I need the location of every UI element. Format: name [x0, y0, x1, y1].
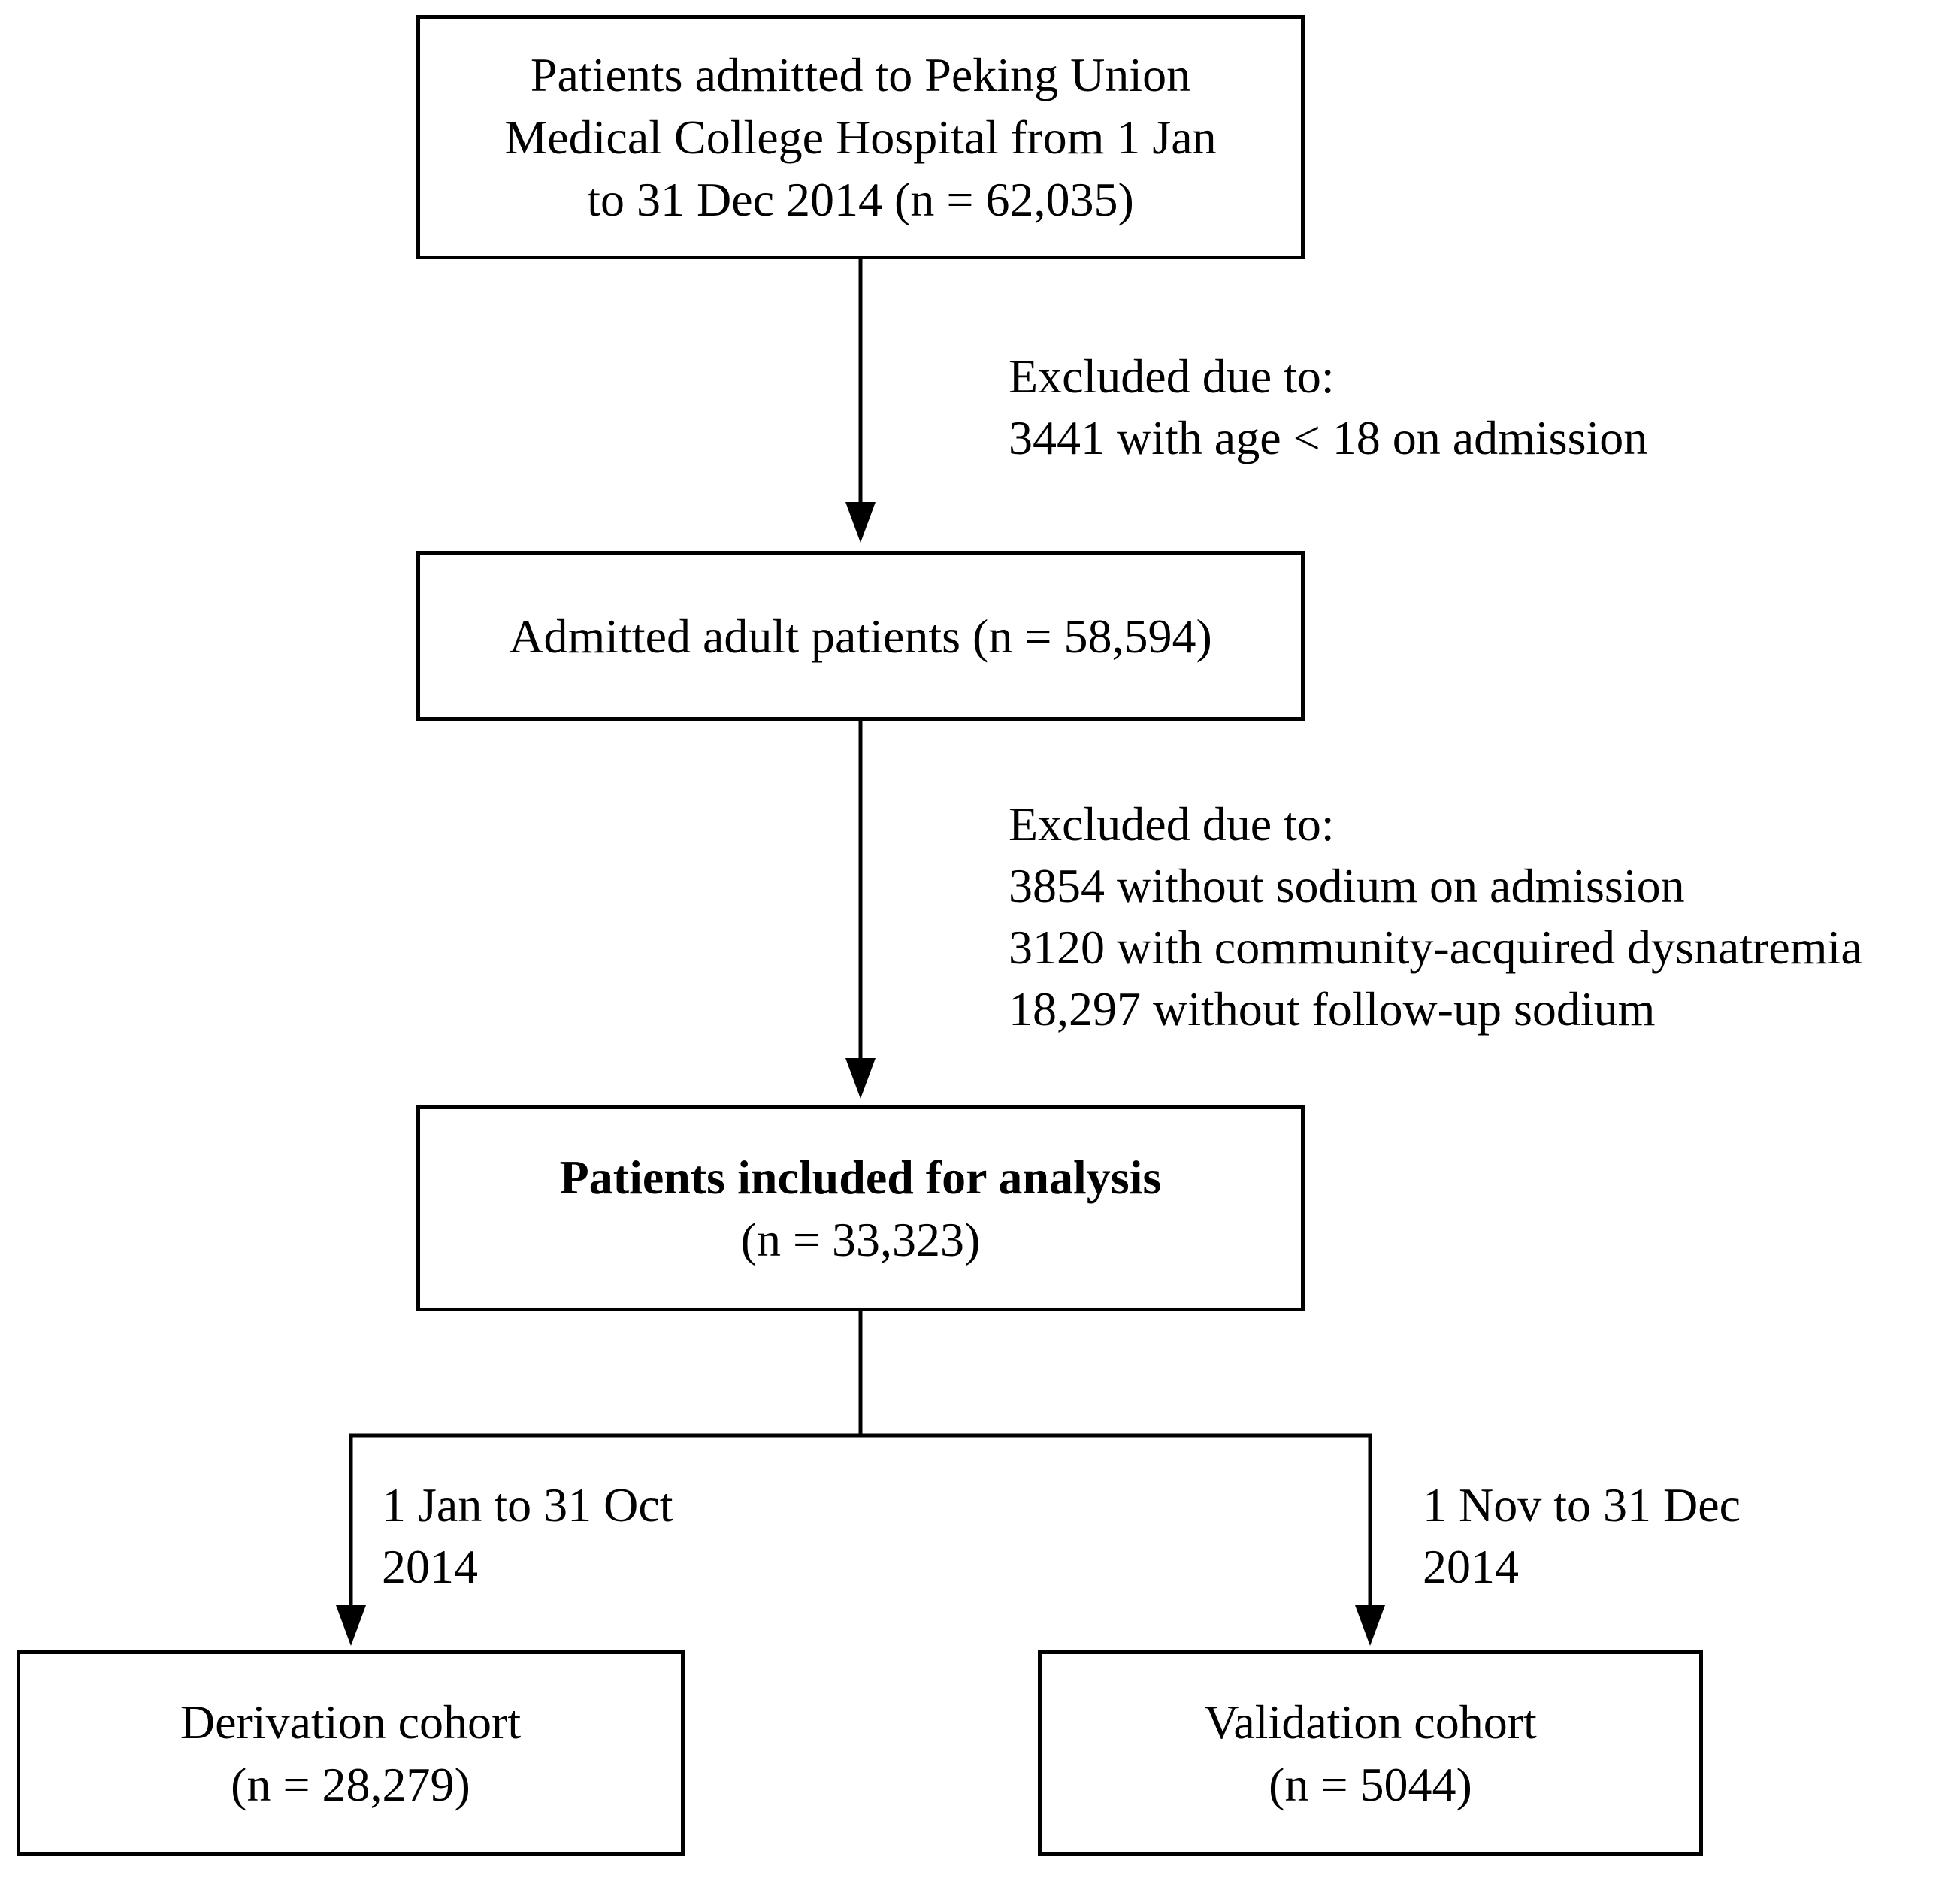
branch-label-validation: 1 Nov to 31 Dec 2014 — [1423, 1474, 1741, 1598]
box-validation-count: (n = 5044) — [1269, 1758, 1472, 1811]
branch-left-line-2: 2014 — [382, 1540, 478, 1593]
box-derivation-count: (n = 28,279) — [231, 1758, 470, 1811]
exclusion-note-sodium: Excluded due to: 3854 without sodium on … — [1009, 794, 1862, 1040]
branch-left-line-1: 1 Jan to 31 Oct — [382, 1478, 673, 1532]
arrowhead-included — [845, 1058, 876, 1099]
box-adults-line: Admitted adult patients (n = 58,594) — [509, 609, 1212, 663]
box-admitted-patients: Patients admitted to Peking Union Medica… — [416, 15, 1305, 259]
exclusion-no-followup: 18,297 without follow-up sodium — [1009, 982, 1656, 1036]
box-derivation-title: Derivation cohort — [180, 1695, 522, 1749]
box-admitted-line-1: Patients admitted to Peking Union — [530, 48, 1191, 101]
box-included-title: Patients included for analysis — [559, 1151, 1162, 1204]
box-admitted-line-3: to 31 Dec 2014 (n = 62,035) — [587, 173, 1134, 226]
box-included-for-analysis: Patients included for analysis (n = 33,3… — [416, 1105, 1305, 1311]
box-validation-title: Validation cohort — [1204, 1695, 1537, 1749]
box-admitted-line-2: Medical College Hospital from 1 Jan — [504, 110, 1217, 164]
exclusion-dysnatremia: 3120 with community-acquired dysnatremia — [1009, 921, 1862, 974]
exclusion-age-item: 3441 with age < 18 on admission — [1009, 411, 1648, 464]
arrowhead-validation — [1355, 1605, 1385, 1646]
box-included-count: (n = 33,323) — [740, 1213, 981, 1266]
exclusion-note-age: Excluded due to: 3441 with age < 18 on a… — [1009, 346, 1647, 469]
box-adult-patients: Admitted adult patients (n = 58,594) — [416, 551, 1305, 721]
arrowhead-adults — [845, 502, 876, 543]
exclusion-age-heading: Excluded due to: — [1009, 349, 1335, 403]
box-derivation-cohort: Derivation cohort (n = 28,279) — [17, 1650, 685, 1856]
branch-label-derivation: 1 Jan to 31 Oct 2014 — [382, 1474, 673, 1598]
exclusion-sodium-heading: Excluded due to: — [1009, 797, 1335, 851]
branch-right-line-2: 2014 — [1423, 1540, 1519, 1593]
exclusion-no-sodium: 3854 without sodium on admission — [1009, 859, 1685, 912]
box-validation-cohort: Validation cohort (n = 5044) — [1038, 1650, 1703, 1856]
arrowhead-derivation — [336, 1605, 366, 1646]
branch-right-line-1: 1 Nov to 31 Dec — [1423, 1478, 1741, 1532]
